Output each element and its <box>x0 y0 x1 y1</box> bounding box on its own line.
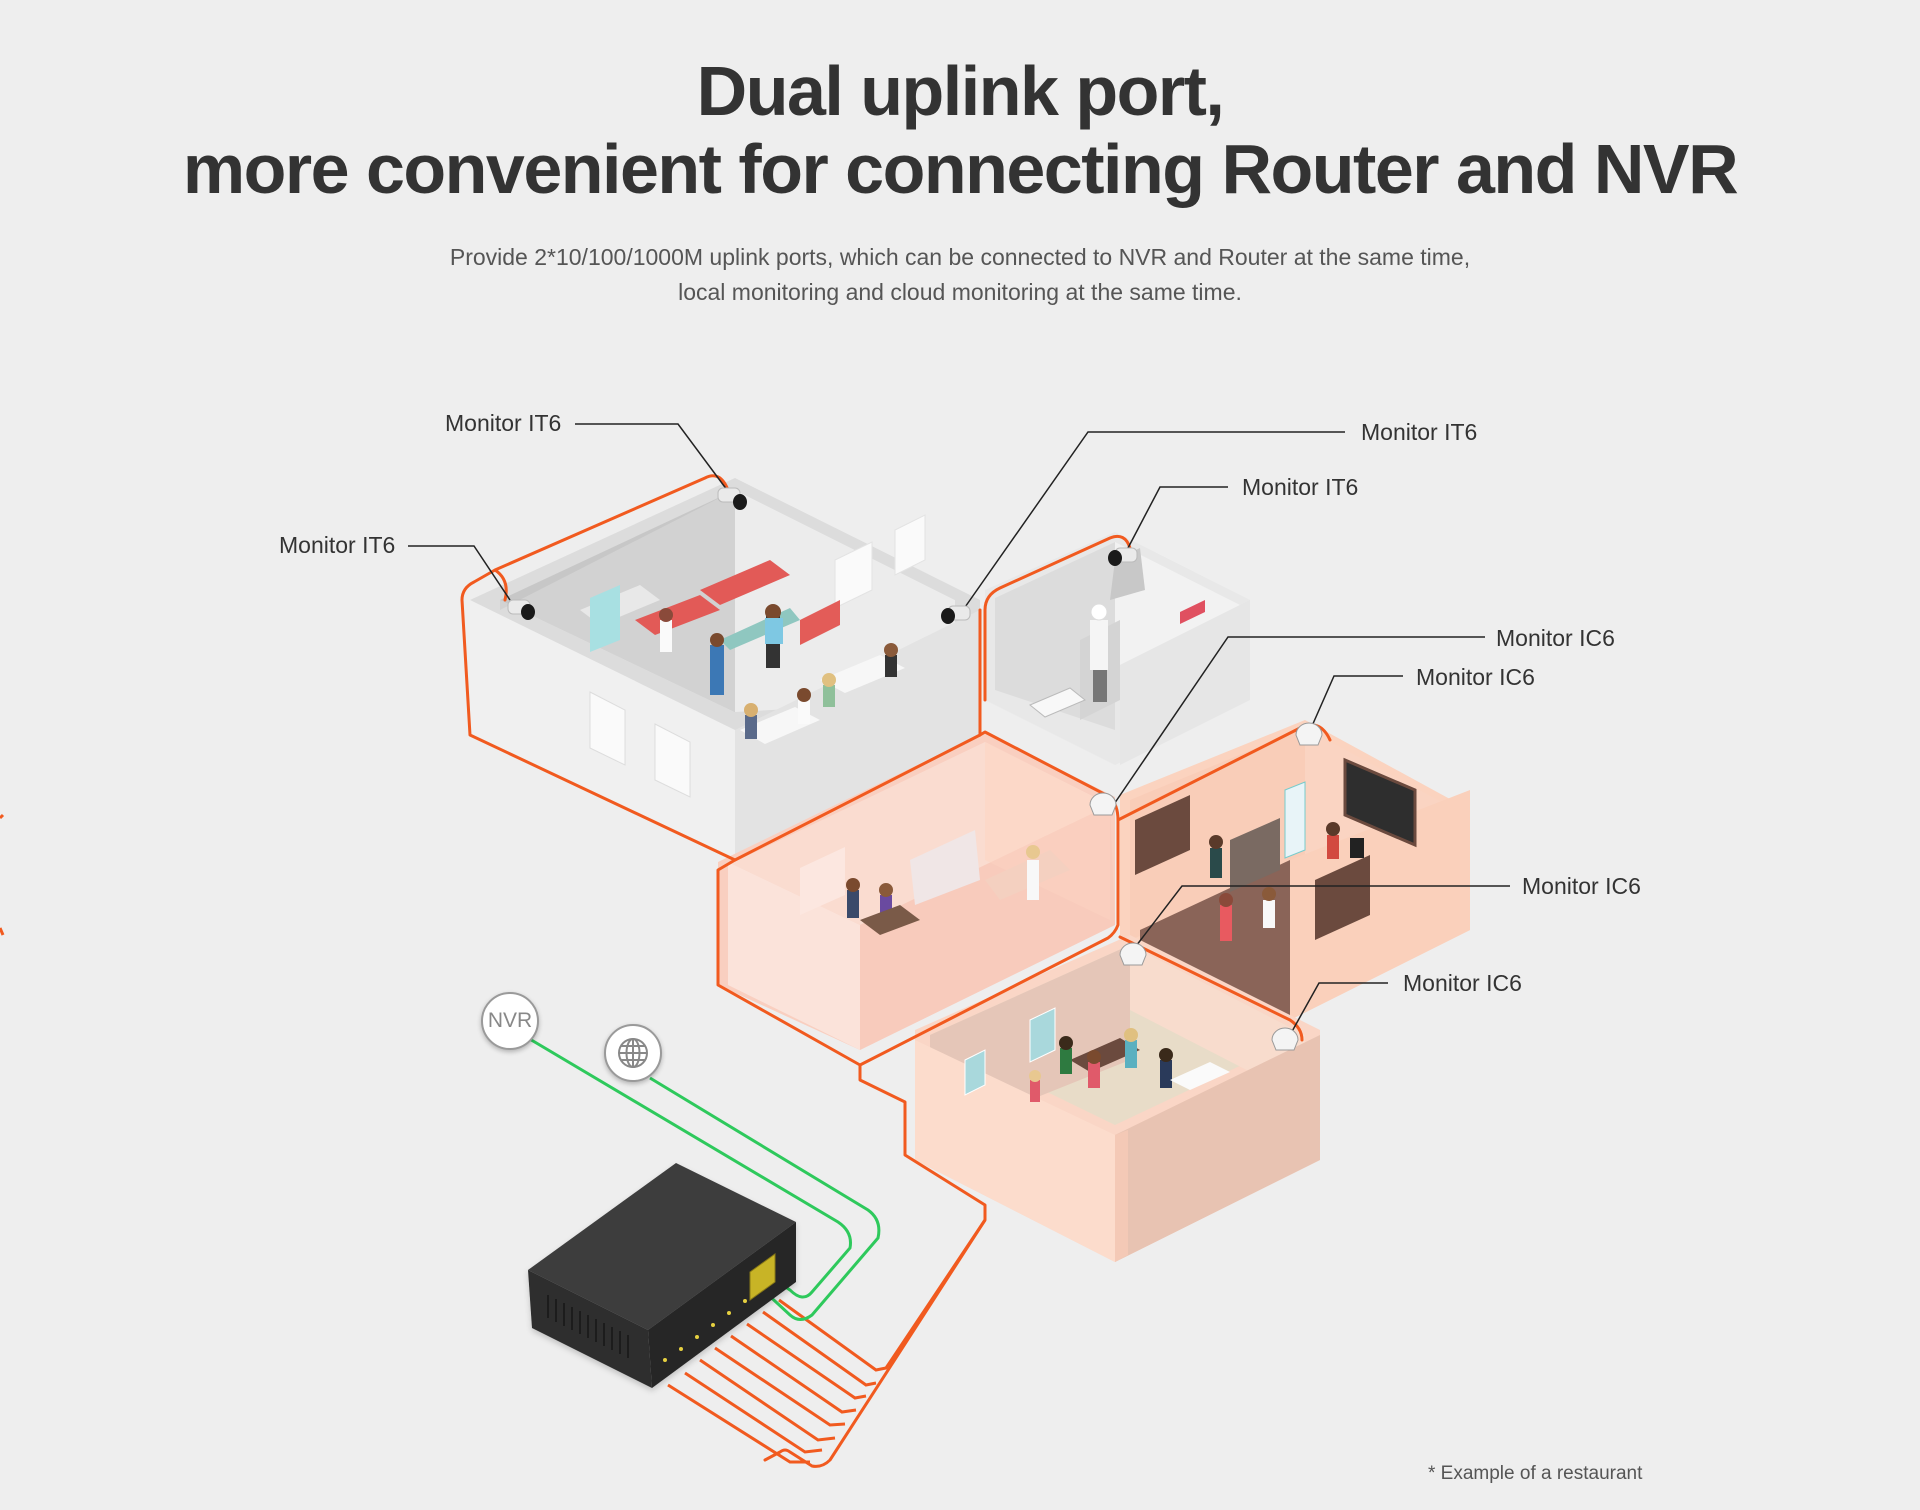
callout-monitor-it6-1: Monitor IT6 <box>445 410 562 436</box>
poe-cable-trunk <box>763 1063 987 1468</box>
callout-monitor-ic6-1: Monitor IC6 <box>1496 625 1615 651</box>
page-title: Dual uplink port, more convenient for co… <box>0 52 1920 208</box>
callout-monitor-ic6-3: Monitor IC6 <box>1522 873 1641 899</box>
bullet-camera-4 <box>1108 547 1138 566</box>
callout-monitor-it6-2: Monitor IT6 <box>279 532 396 558</box>
nvr-uplink-cable <box>527 1036 852 1299</box>
globe-icon <box>618 1038 648 1068</box>
bullet-camera-1 <box>717 487 747 510</box>
dome-camera-4 <box>1271 1027 1299 1051</box>
title-line-1: Dual uplink port, <box>696 52 1225 130</box>
footnote: * Example of a restaurant <box>1428 1463 1643 1484</box>
edge-cable-fragment <box>0 813 5 936</box>
room-kitchen <box>985 532 1250 765</box>
callout-monitor-it6-4: Monitor IT6 <box>1242 474 1359 500</box>
room-dessert-counter <box>718 732 1115 1050</box>
nvr-node: NVR <box>481 992 539 1050</box>
uplink-cables <box>527 1036 881 1321</box>
subtitle-line-2: local monitoring and cloud monitoring at… <box>678 279 1242 305</box>
callout-leaders <box>408 423 1510 1036</box>
room-dining-hall <box>470 478 980 860</box>
callout-monitor-ic6-4: Monitor IC6 <box>1403 970 1522 996</box>
dome-camera-1 <box>1089 792 1117 816</box>
poe-switch <box>528 1163 796 1388</box>
callout-monitor-it6-3: Monitor IT6 <box>1361 419 1478 445</box>
subtitle-line-1: Provide 2*10/100/1000M uplink ports, whi… <box>449 244 1471 270</box>
page-subtitle: Provide 2*10/100/1000M uplink ports, whi… <box>0 240 1920 310</box>
dome-camera-3 <box>1119 942 1147 966</box>
room-booth <box>915 935 1320 1262</box>
bullet-camera-2 <box>507 599 535 620</box>
nvr-label: NVR <box>487 1009 533 1032</box>
poe-cable-kitchen <box>983 534 1132 702</box>
bullet-camera-3 <box>941 605 971 624</box>
poe-switch-cables <box>667 1219 987 1464</box>
router-uplink-cable <box>649 1076 881 1321</box>
dining-scene <box>580 560 905 744</box>
title-line-2: more convenient for connecting Router an… <box>182 130 1739 208</box>
internet-node <box>604 1024 662 1082</box>
callout-monitor-ic6-2: Monitor IC6 <box>1416 664 1535 690</box>
dome-camera-2 <box>1295 722 1323 746</box>
